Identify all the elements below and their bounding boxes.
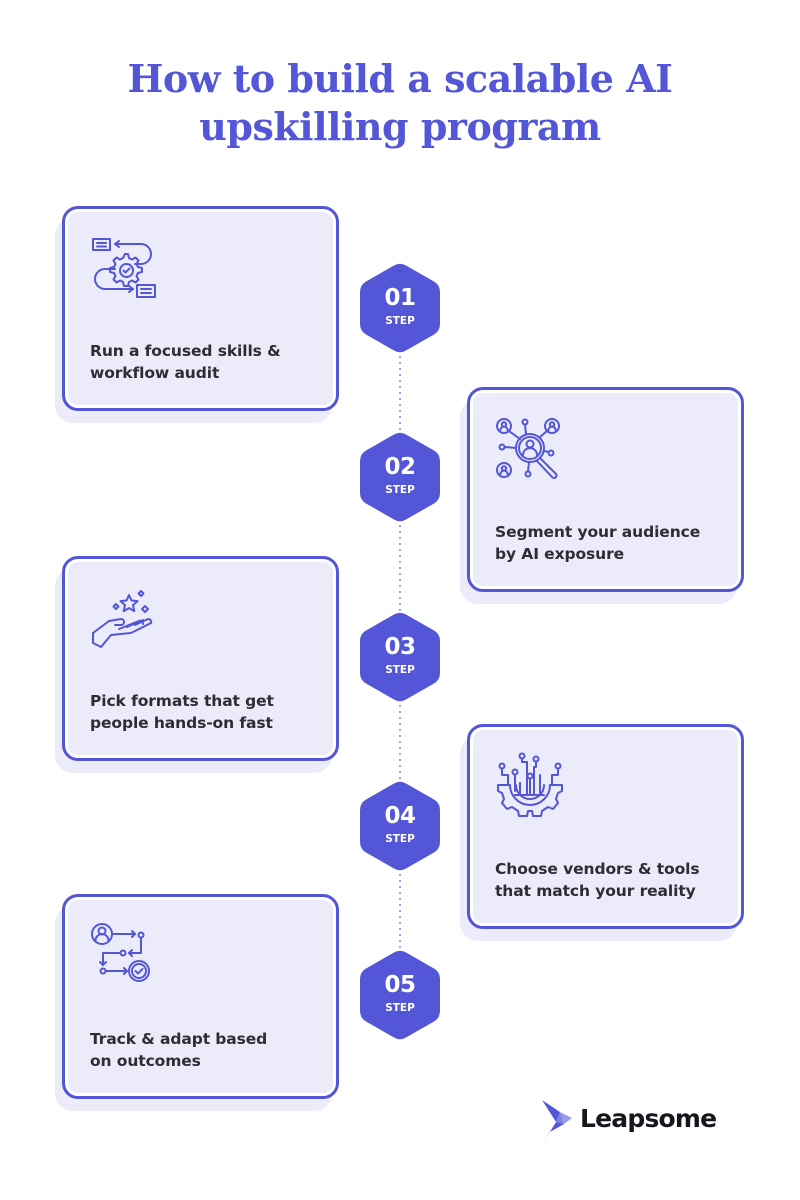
audience-search-icon bbox=[494, 414, 566, 486]
step-badge-4: 04 STEP bbox=[360, 780, 440, 872]
step-label-line: Segment your audience bbox=[495, 523, 701, 541]
page-title: How to build a scalable AI upskilling pr… bbox=[0, 55, 800, 151]
timeline-connector bbox=[399, 354, 401, 446]
step-caption: STEP bbox=[385, 1002, 415, 1014]
timeline-connector bbox=[399, 703, 401, 781]
step-badge-2: 02 STEP bbox=[360, 431, 440, 523]
hexagon-shape bbox=[360, 263, 440, 353]
step-label-line: Track & adapt based bbox=[90, 1030, 268, 1048]
step-card-1: Run a focused skills & workflow audit bbox=[62, 206, 339, 411]
step-caption: STEP bbox=[385, 484, 415, 496]
step-number: 04 bbox=[384, 803, 416, 829]
timeline-connector bbox=[399, 523, 401, 611]
step-badge-5: 05 STEP bbox=[360, 949, 440, 1041]
step-card-5: Track & adapt based on outcomes bbox=[62, 894, 339, 1099]
brand-name: Leapsome bbox=[580, 1104, 717, 1133]
step-label-line: Choose vendors & tools bbox=[495, 860, 700, 878]
step-label-line: that match your reality bbox=[495, 882, 696, 900]
step-caption: STEP bbox=[385, 315, 415, 327]
track-flow-icon bbox=[89, 921, 161, 993]
step-badge-3: 03 STEP bbox=[360, 611, 440, 703]
step-number: 05 bbox=[384, 972, 416, 998]
step-number: 03 bbox=[384, 634, 416, 660]
gear-workflow-icon bbox=[89, 233, 161, 305]
title-line-1: How to build a scalable AI bbox=[127, 56, 673, 101]
title-line-2: upskilling program bbox=[199, 104, 601, 149]
step-number: 02 bbox=[384, 454, 416, 480]
step-label: Track & adapt based on outcomes bbox=[90, 1028, 320, 1072]
hexagon-shape bbox=[360, 950, 440, 1040]
hexagon-shape bbox=[360, 432, 440, 522]
hexagon-shape bbox=[360, 612, 440, 702]
step-label-line: on outcomes bbox=[90, 1052, 201, 1070]
step-label-line: workflow audit bbox=[90, 364, 220, 382]
hand-star-icon bbox=[89, 583, 161, 655]
step-label-line: by AI exposure bbox=[495, 545, 625, 563]
step-card-3: Pick formats that get people hands-on fa… bbox=[62, 556, 339, 761]
step-badge-1: 01 STEP bbox=[360, 262, 440, 354]
hexagon-shape bbox=[360, 781, 440, 871]
step-label-line: Run a focused skills & bbox=[90, 342, 281, 360]
step-label: Run a focused skills & workflow audit bbox=[90, 340, 320, 384]
step-label: Pick formats that get people hands-on fa… bbox=[90, 690, 320, 734]
step-label-line: Pick formats that get bbox=[90, 692, 274, 710]
timeline-connector bbox=[399, 872, 401, 949]
step-caption: STEP bbox=[385, 664, 415, 676]
step-label-line: people hands-on fast bbox=[90, 714, 273, 732]
step-label: Segment your audience by AI exposure bbox=[495, 521, 725, 565]
step-card-2: Segment your audience by AI exposure bbox=[467, 387, 744, 592]
step-number: 01 bbox=[384, 285, 416, 311]
step-label: Choose vendors & tools that match your r… bbox=[495, 858, 725, 902]
circuit-gear-icon bbox=[494, 751, 566, 823]
step-card-4: Choose vendors & tools that match your r… bbox=[467, 724, 744, 929]
step-caption: STEP bbox=[385, 833, 415, 845]
leapsome-bird-icon bbox=[542, 1100, 572, 1140]
